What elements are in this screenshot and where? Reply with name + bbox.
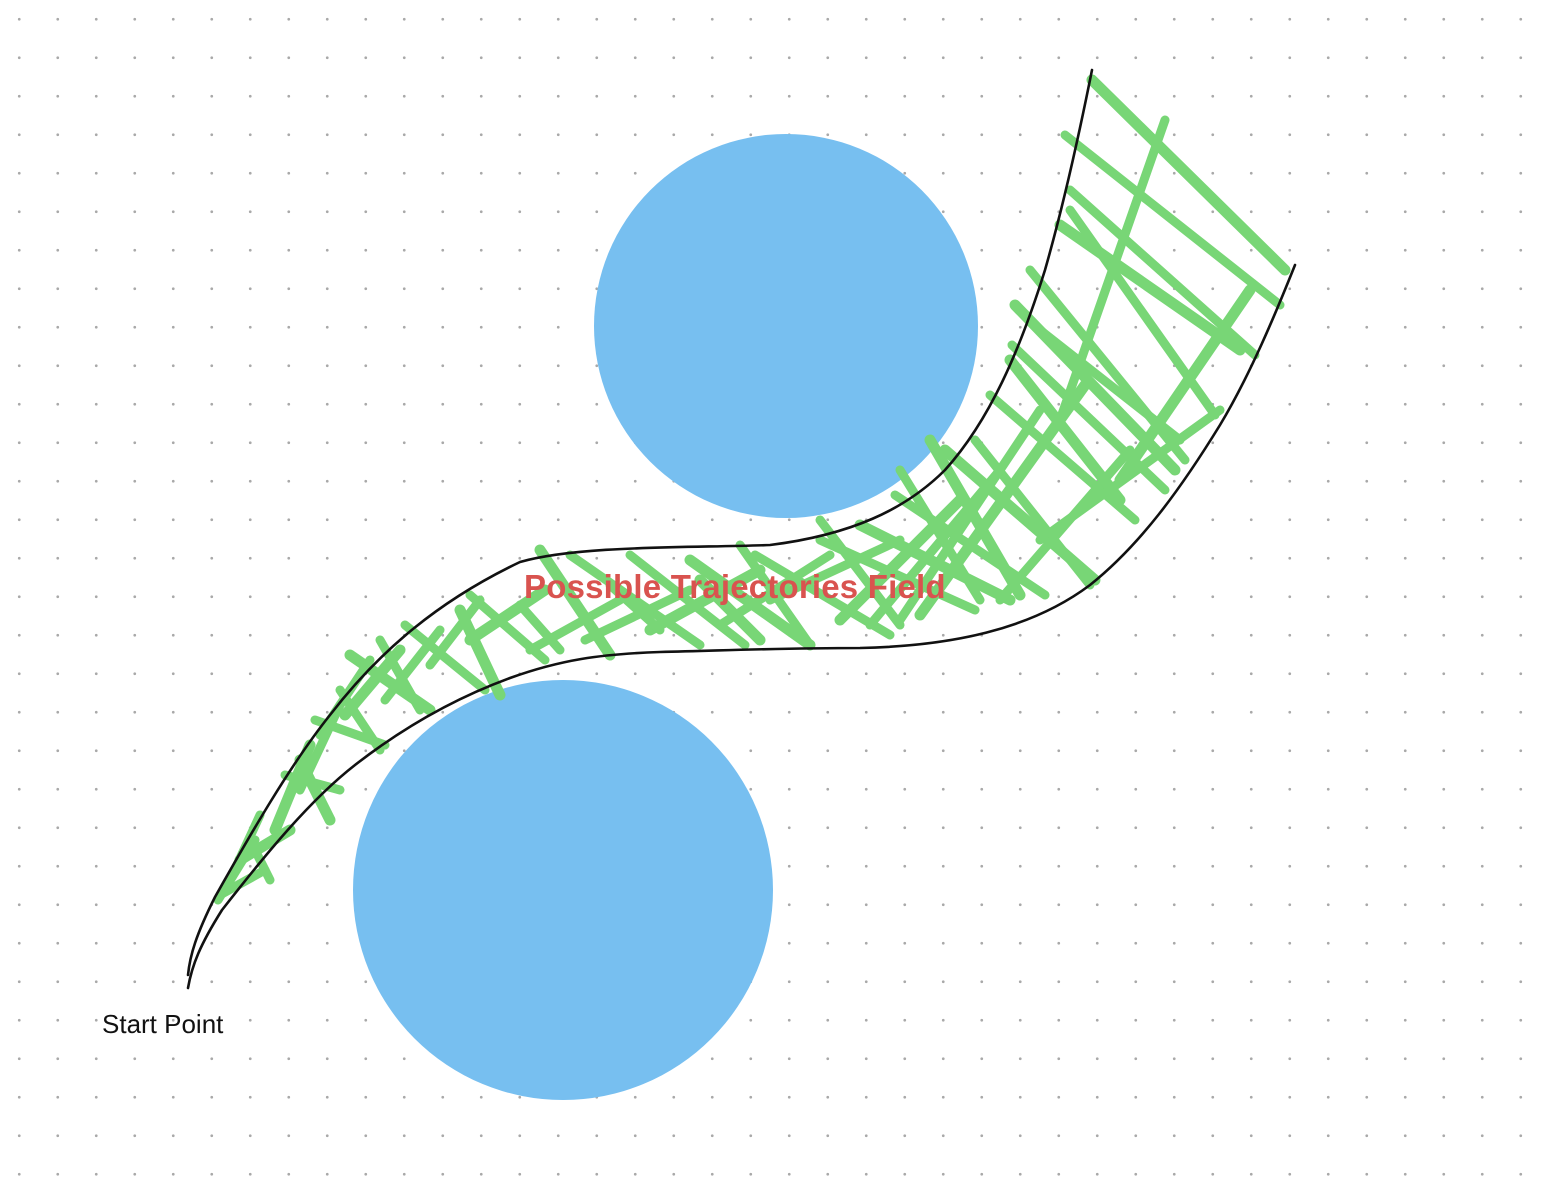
field-lower-boundary — [186, 263, 1297, 990]
hatch-stroke — [644, 564, 766, 636]
hatch-stroke — [245, 835, 275, 885]
hatch-stroke — [380, 625, 445, 705]
hatch-stroke — [865, 465, 1005, 630]
hatch-stroke — [970, 435, 1095, 590]
hatch-stroke — [335, 685, 385, 755]
hatch-stroke — [294, 754, 336, 826]
hatch-stroke — [1114, 284, 1256, 486]
hatch-stroke — [605, 580, 665, 635]
hatch-stroke — [454, 604, 506, 701]
hatch-stroke — [425, 595, 485, 670]
trajectory-hatching — [213, 74, 1291, 905]
hatch-stroke — [1004, 354, 1126, 506]
hatch-stroke — [565, 550, 705, 650]
hatch-stroke — [694, 574, 766, 646]
obstacle-circle-bottom — [353, 680, 773, 1100]
hatch-stroke — [985, 390, 1140, 525]
hatch-stroke — [1060, 130, 1285, 310]
hatch-stroke — [400, 620, 490, 695]
hatch-stroke — [525, 595, 625, 655]
hatch-stroke — [515, 600, 565, 655]
hatch-stroke — [815, 515, 905, 630]
hatch-stroke — [834, 494, 966, 626]
hatch-stroke — [765, 535, 905, 605]
hatch-stroke — [1035, 325, 1185, 445]
hatch-stroke — [735, 540, 815, 650]
hatch-stroke — [1055, 115, 1170, 425]
hatch-stroke — [995, 445, 1135, 605]
start-point-label: Start Point — [102, 1009, 224, 1039]
hatch-stroke — [1086, 74, 1291, 276]
field-upper-boundary — [186, 68, 1094, 977]
obstacle-circle-top — [594, 134, 978, 518]
trajectory-field-outline — [186, 68, 1297, 990]
hatch-stroke — [464, 584, 551, 646]
field-label: Possible Trajectories Field — [524, 568, 946, 605]
hatch-stroke — [625, 550, 750, 650]
hatch-stroke — [895, 465, 985, 605]
hatch-stroke — [213, 835, 260, 905]
hatch-stroke — [924, 434, 1026, 601]
